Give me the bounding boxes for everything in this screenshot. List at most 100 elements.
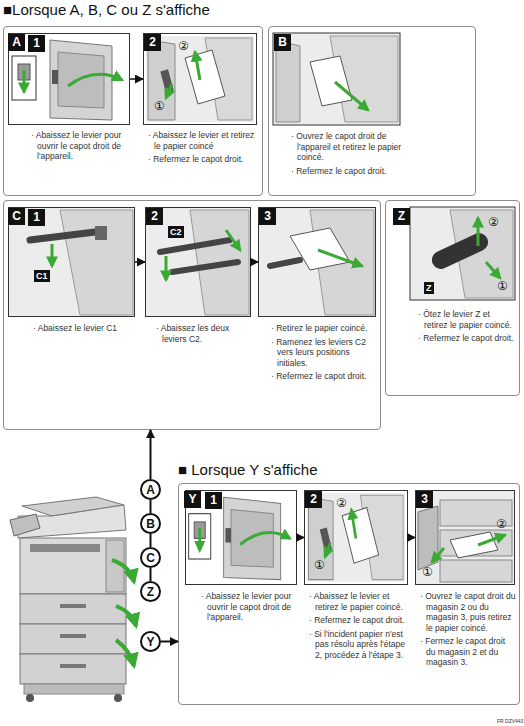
step-panel: 1· Abaissez le levier pour ouvrir le cap…: [185, 490, 297, 585]
step-badge: A: [8, 34, 25, 51]
callout-circle: Y: [140, 631, 161, 652]
instruction-text: · Refermez le capot droit.: [309, 615, 407, 626]
step-illustration: [146, 208, 250, 316]
green-arrow: [23, 70, 26, 92]
instruction-list: · Retirez le papier coincé.· Ramenez les…: [271, 323, 371, 385]
paper-sheet: [185, 50, 225, 104]
lever: [30, 232, 95, 240]
instruction-text: · Refermez le capot droit.: [291, 166, 416, 177]
cover-panel: [58, 52, 104, 108]
paper-sheet: [450, 532, 498, 558]
instruction-list: · Ouvrez le capot droit du magasin 2 ou …: [420, 591, 516, 671]
instruction-list: · Abaissez les deux leviers C2.: [156, 323, 251, 347]
lever: [270, 260, 300, 266]
connector-arrow: [150, 500, 152, 513]
step-illustration: [416, 491, 514, 584]
callout-number: ①: [422, 566, 433, 578]
step-illustration: [259, 208, 375, 316]
callout-letter: C: [146, 552, 155, 564]
green-arrow: [166, 84, 172, 98]
step-badge: 1: [28, 35, 45, 52]
connector-arrow: [297, 537, 304, 539]
part-label: C2: [168, 226, 184, 238]
step-illustration: [146, 36, 254, 122]
open-cover: [148, 40, 175, 120]
section-box: 1· Abaissez le levier pour ouvrir le cap…: [3, 26, 263, 196]
tray: [440, 560, 512, 582]
callout-number: ②: [336, 497, 347, 509]
instruction-list: · Abaissez le levier C1: [33, 323, 133, 337]
callout-number: ①: [314, 559, 325, 571]
callout-letter: Z: [147, 586, 154, 598]
section-heading: ■Lorsque A, B, C ou Z s'affiche: [3, 1, 210, 18]
interior: [416, 491, 514, 584]
output-slot: [30, 544, 100, 552]
step-panel: 3· Retirez le papier coincé.· Ramenez le…: [258, 207, 376, 317]
instruction-text: · Ouvrez le capot droit du magasin 2 ou …: [420, 591, 516, 633]
interior: [259, 208, 375, 316]
green-arrow: [68, 74, 122, 86]
step-badge: 2: [144, 34, 161, 51]
connector-arrow: [130, 78, 143, 80]
step-badge: 3: [416, 491, 433, 508]
control-panel: [10, 514, 40, 536]
step-badge: B: [274, 34, 291, 51]
tray: [20, 654, 126, 684]
step-panel: 1· Abaissez le levier C1: [8, 207, 135, 317]
lever-hinge: [95, 226, 107, 240]
callout-circle: C: [140, 547, 161, 568]
green-arrow: [318, 250, 362, 266]
step-badge: C: [8, 208, 25, 225]
callout-letter: A: [146, 484, 155, 496]
step-illustration: [9, 208, 134, 316]
callout-letter: Y: [146, 636, 154, 648]
tray: [20, 594, 126, 624]
machine-interior: [60, 210, 133, 315]
connector-arrow: [161, 641, 178, 643]
instruction-list: · Abaissez le levier pour ouvrir le capo…: [201, 591, 296, 626]
green-arrow: [432, 548, 444, 562]
callout-number: ②: [496, 518, 507, 530]
lever: [160, 69, 173, 92]
step-panel: 1· Abaissez le levier pour ouvrir le cap…: [8, 33, 130, 125]
image-frame: [410, 207, 515, 300]
tray: [20, 624, 126, 654]
instruction-list: · Abaissez le levier et retirez le papie…: [309, 591, 407, 663]
instruction-text: · Retirez le papier coincé.: [271, 323, 371, 334]
interior: [146, 208, 250, 316]
green-arrow: [477, 218, 480, 246]
instruction-text: · Abaissez les deux leviers C2.: [156, 323, 251, 344]
callout-number: ①: [154, 100, 165, 112]
step-badge: Y: [184, 491, 201, 508]
section-box: B · Ouvrez le capot droit de l'appareil e…: [268, 26, 476, 196]
step-panel: 2· Abaissez les deux leviers C2.: [145, 207, 251, 317]
base: [24, 684, 124, 694]
green-arrow: [112, 560, 134, 582]
callout-circle: B: [140, 513, 161, 534]
callout-number: ②: [178, 40, 189, 52]
green-arrow: [335, 82, 368, 110]
step-illustration: [12, 40, 122, 120]
section-box: 1· Abaissez le levier pour ouvrir le cap…: [178, 483, 520, 705]
step-badge: 1: [28, 209, 45, 226]
step-badge: 2: [146, 208, 163, 225]
instruction-text: · Abaissez le levier et retirez le papie…: [309, 591, 407, 612]
callout-number: ①: [497, 280, 508, 292]
step-badge: 2: [305, 491, 322, 508]
interior: [9, 208, 134, 316]
green-arrow: [226, 230, 240, 250]
instruction-text: · Si l'incident papier n'est pas résolu …: [309, 629, 407, 661]
paper-sheet: [290, 228, 350, 270]
step-badge: Z: [393, 208, 410, 225]
callout-letter: B: [146, 518, 155, 530]
tray-handle: [60, 664, 86, 668]
green-arrow: [478, 535, 505, 545]
section-box: Z· Ôtez le levier Z et retirez le papier…: [385, 200, 520, 396]
step-illustration: [273, 33, 400, 125]
callout-circle: A: [140, 479, 161, 500]
instruction-text: · Abaissez le levier pour ouvrir le capo…: [201, 591, 296, 623]
printer-body: [20, 538, 126, 594]
instruction-list: · Ouvrez le capot droit de l'appareil et…: [291, 131, 416, 179]
instruction-text: · Refermez le capot droit.: [271, 371, 371, 382]
image-frame: [273, 33, 400, 125]
